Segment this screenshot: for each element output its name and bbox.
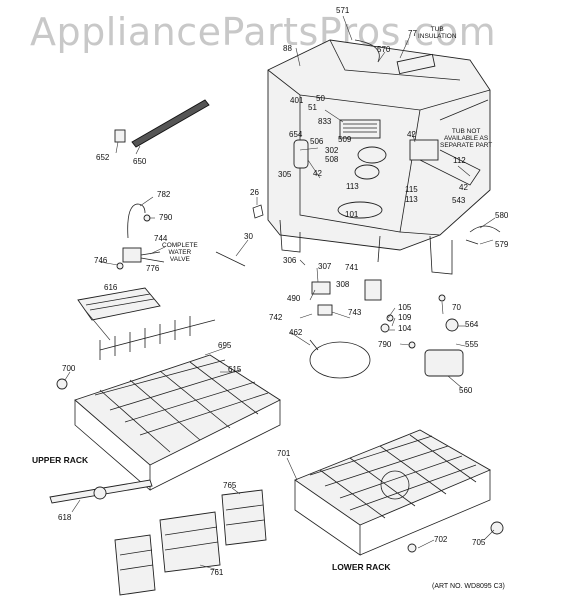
callout-543: 543 xyxy=(452,196,466,205)
note-line: TUB NOT xyxy=(451,128,481,135)
caption-upper-rack: UPPER RACK xyxy=(32,455,89,465)
tub-assembly xyxy=(267,39,491,275)
callout-833: 833 xyxy=(318,117,332,126)
callout-579: 579 xyxy=(495,240,509,249)
spray-arm-upper xyxy=(49,479,153,504)
callout-109: 109 xyxy=(398,313,412,322)
caption-lower-rack: LOWER RACK xyxy=(332,562,391,572)
note-tub-not-available: TUB NOT AVAILABLE AS SEPARATE PART xyxy=(440,128,492,149)
note-line: SEPARATE PART xyxy=(440,142,493,149)
callout-616: 616 xyxy=(104,283,118,292)
callout-113a: 113 xyxy=(346,182,359,191)
water-valve xyxy=(116,247,165,270)
callout-506: 506 xyxy=(310,137,324,146)
note-line: INSULATION xyxy=(418,33,457,40)
callout-305: 305 xyxy=(278,170,292,179)
callout-746: 746 xyxy=(94,256,108,265)
callout-306: 306 xyxy=(283,256,297,265)
callout-776: 776 xyxy=(146,264,160,273)
callout-105: 105 xyxy=(398,303,412,312)
callout-88: 88 xyxy=(283,44,292,53)
callout-705: 705 xyxy=(472,538,486,547)
callout-115: 115 xyxy=(405,185,418,194)
callout-490: 490 xyxy=(287,294,301,303)
callout-508: 508 xyxy=(325,155,339,164)
callout-580: 580 xyxy=(495,211,509,220)
note-line: VALVE xyxy=(169,256,190,263)
callout-695: 695 xyxy=(218,341,232,350)
callout-555: 555 xyxy=(465,340,479,349)
callout-77: 77 xyxy=(408,29,417,38)
callout-615: 615 xyxy=(228,365,242,374)
callout-790a: 790 xyxy=(159,213,173,222)
note-line: WATER xyxy=(168,249,192,256)
callout-307: 307 xyxy=(318,262,332,271)
lower-rack xyxy=(294,429,492,556)
callout-571: 571 xyxy=(336,6,350,15)
note-line: TUB xyxy=(430,26,444,33)
callout-42b: 42 xyxy=(407,130,416,139)
leader-lines xyxy=(64,15,496,571)
callout-700: 700 xyxy=(62,364,76,373)
door-seal-strip xyxy=(114,99,210,148)
callout-564: 564 xyxy=(465,320,479,329)
note-tub-insulation: TUB INSULATION xyxy=(418,26,457,40)
callout-765: 765 xyxy=(223,481,237,490)
callout-26: 26 xyxy=(250,188,259,197)
silverware-tray xyxy=(77,287,161,321)
callout-702: 702 xyxy=(434,535,448,544)
callout-113b: 113 xyxy=(405,195,418,204)
art-number: (ART NO. WD8095 C3) xyxy=(432,583,505,590)
rack-rollers xyxy=(56,378,504,553)
callout-701: 701 xyxy=(277,449,291,458)
spring-link xyxy=(215,204,264,267)
upper-rack xyxy=(74,316,281,491)
callout-654: 654 xyxy=(289,130,303,139)
door-spring xyxy=(465,225,501,245)
callout-743: 743 xyxy=(348,308,362,317)
callout-112: 112 xyxy=(453,156,466,165)
callout-742: 742 xyxy=(269,313,283,322)
note-complete-water-valve: COMPLETE WATER VALVE xyxy=(162,242,198,263)
vent-tube xyxy=(127,203,151,239)
callout-101: 101 xyxy=(345,210,359,219)
callout-509: 509 xyxy=(338,135,352,144)
note-line: AVAILABLE AS xyxy=(444,135,489,142)
callout-782: 782 xyxy=(157,190,171,199)
callout-741: 741 xyxy=(345,263,359,272)
callout-560: 560 xyxy=(459,386,473,395)
note-line: COMPLETE xyxy=(162,242,198,249)
callout-42a: 42 xyxy=(313,169,322,178)
callout-50: 50 xyxy=(316,94,325,103)
callout-302: 302 xyxy=(325,146,339,155)
callout-51: 51 xyxy=(308,103,317,112)
callout-790b: 790 xyxy=(378,340,392,349)
callout-744: 744 xyxy=(154,234,168,243)
callout-652: 652 xyxy=(96,153,110,162)
silverware-baskets xyxy=(114,489,267,596)
callout-570: 570 xyxy=(377,45,391,54)
watermark: AppliancePartsPros.com xyxy=(30,10,497,54)
callout-761: 761 xyxy=(210,568,224,577)
heater-and-hose xyxy=(309,279,382,379)
callout-401: 401 xyxy=(290,96,304,105)
callout-308: 308 xyxy=(336,280,350,289)
callout-70: 70 xyxy=(452,303,461,312)
callout-30: 30 xyxy=(244,232,253,241)
callout-42c: 42 xyxy=(459,183,468,192)
callout-618: 618 xyxy=(58,513,72,522)
callout-650: 650 xyxy=(133,157,147,166)
callout-104: 104 xyxy=(398,324,412,333)
callout-462: 462 xyxy=(289,328,303,337)
